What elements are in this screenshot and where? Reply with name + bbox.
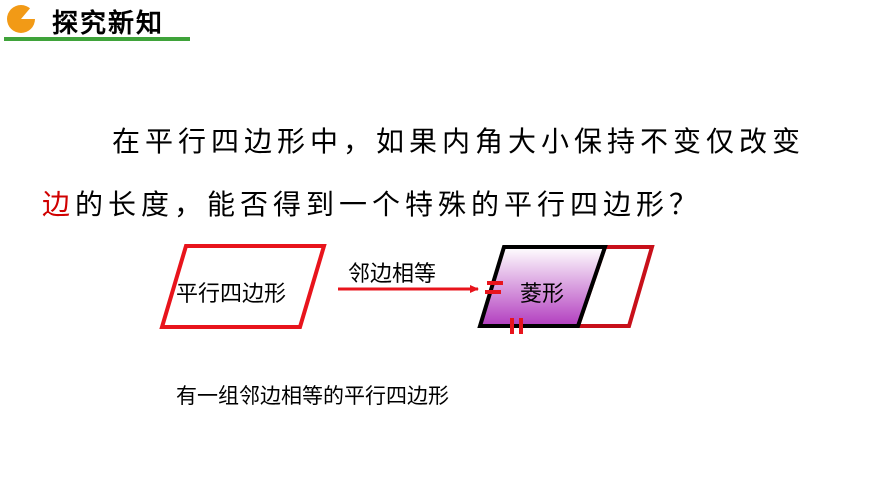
rhombus-definition: 有一组邻边相等的平行四边形 xyxy=(176,384,449,408)
parallelogram-label: 平行四边形 xyxy=(176,282,287,307)
question-line-1: 在平行四边形中，如果内角大小保持不变仅改变 xyxy=(112,125,806,158)
header-bar: 探究新知 xyxy=(0,0,870,44)
rhombus-label: 菱形 xyxy=(520,282,565,307)
highlight-word: 边 xyxy=(42,188,76,221)
rhombus-shape xyxy=(477,245,608,328)
pie-chart-icon xyxy=(7,5,36,33)
question-line-2: 边的长度，能否得到一个特殊的平行四边形？ xyxy=(42,183,870,223)
title-underline xyxy=(4,37,190,41)
section-title: 探究新知 xyxy=(52,9,165,39)
question-line-2-text: 的长度，能否得到一个特殊的平行四边形？ xyxy=(75,188,703,221)
parallelogram-shape xyxy=(159,244,327,329)
arrow-label: 邻边相等 xyxy=(348,262,437,287)
